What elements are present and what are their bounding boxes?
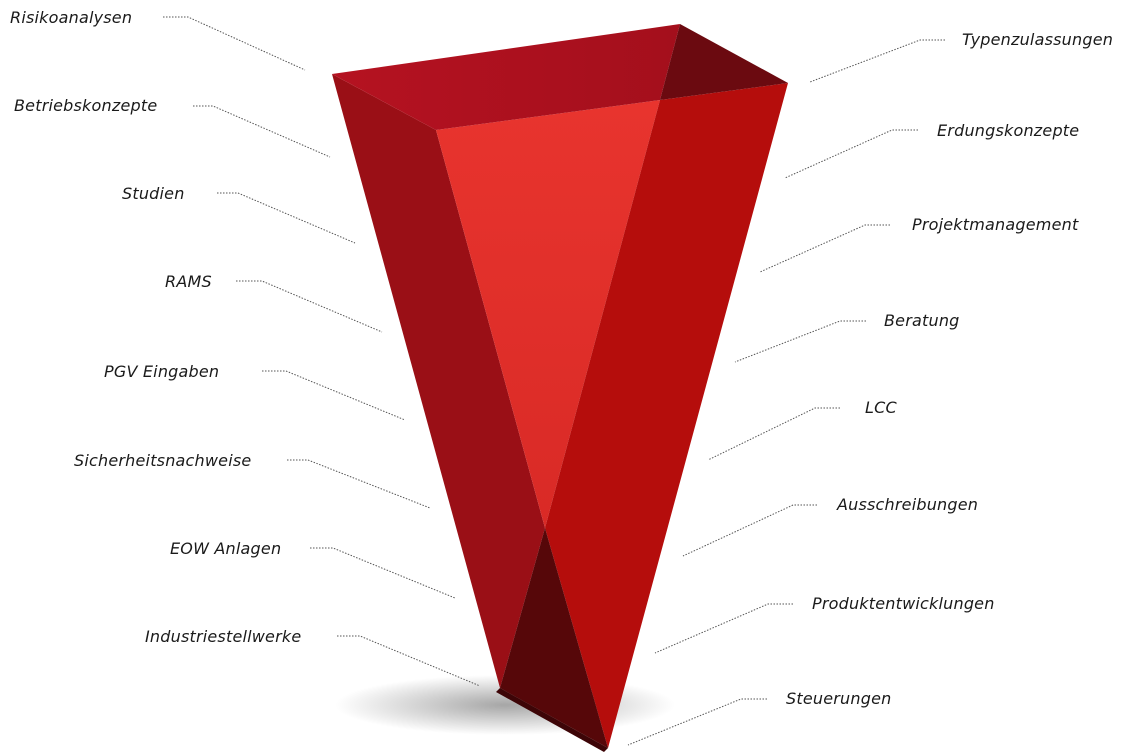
leader-projektmanagement [759,224,890,273]
leader-typenzulassungen [809,39,945,83]
right-leader-lines [627,39,945,746]
prism-top-dark-corner [660,24,788,100]
label-eow-anlagen: EOW Anlagen [170,539,282,558]
label-beratung: Beratung [884,311,960,330]
prism-top-face [332,24,680,130]
leader-pgv-eingaben [262,370,406,421]
leader-beratung [734,320,866,363]
label-betriebskonzepte: Betriebskonzepte [14,96,158,115]
leader-studien [217,192,356,244]
prism-bottom-dark-wedge [500,528,608,748]
leader-produktentwicklungen [654,603,793,654]
label-steuerungen: Steuerungen [786,689,892,708]
label-lcc: LCC [865,398,897,417]
label-risikoanalysen: Risikoanalysen [10,8,133,27]
label-projektmanagement: Projektmanagement [912,215,1079,234]
label-sicherheitsnachweise: Sicherheitsnachweise [74,451,252,470]
label-pgv-eingaben: PGV Eingaben [104,362,220,381]
label-rams: RAMS [165,272,212,291]
leader-betriebskonzepte [193,105,331,158]
leader-eow-anlagen [310,547,456,599]
label-erdungskonzepte: Erdungskonzepte [937,121,1080,140]
leader-ausschreibungen [682,504,817,557]
prism-left-face [332,74,545,688]
leader-sicherheitsnachweise [287,459,431,509]
leader-rams [236,280,383,333]
prism-right-face [545,83,788,748]
label-ausschreibungen: Ausschreibungen [837,495,979,514]
prism-inner-face [436,100,660,528]
prism-bottom-edge [496,688,608,752]
leader-risikoanalysen [163,16,306,71]
label-typenzulassungen: Typenzulassungen [962,30,1114,49]
leader-lcc [707,407,840,461]
label-industriestellwerke: Industriestellwerke [145,627,302,646]
label-produktentwicklungen: Produktentwicklungen [812,594,995,613]
label-studien: Studien [122,184,185,203]
leader-erdungskonzepte [784,129,918,179]
left-leader-lines [163,16,481,687]
